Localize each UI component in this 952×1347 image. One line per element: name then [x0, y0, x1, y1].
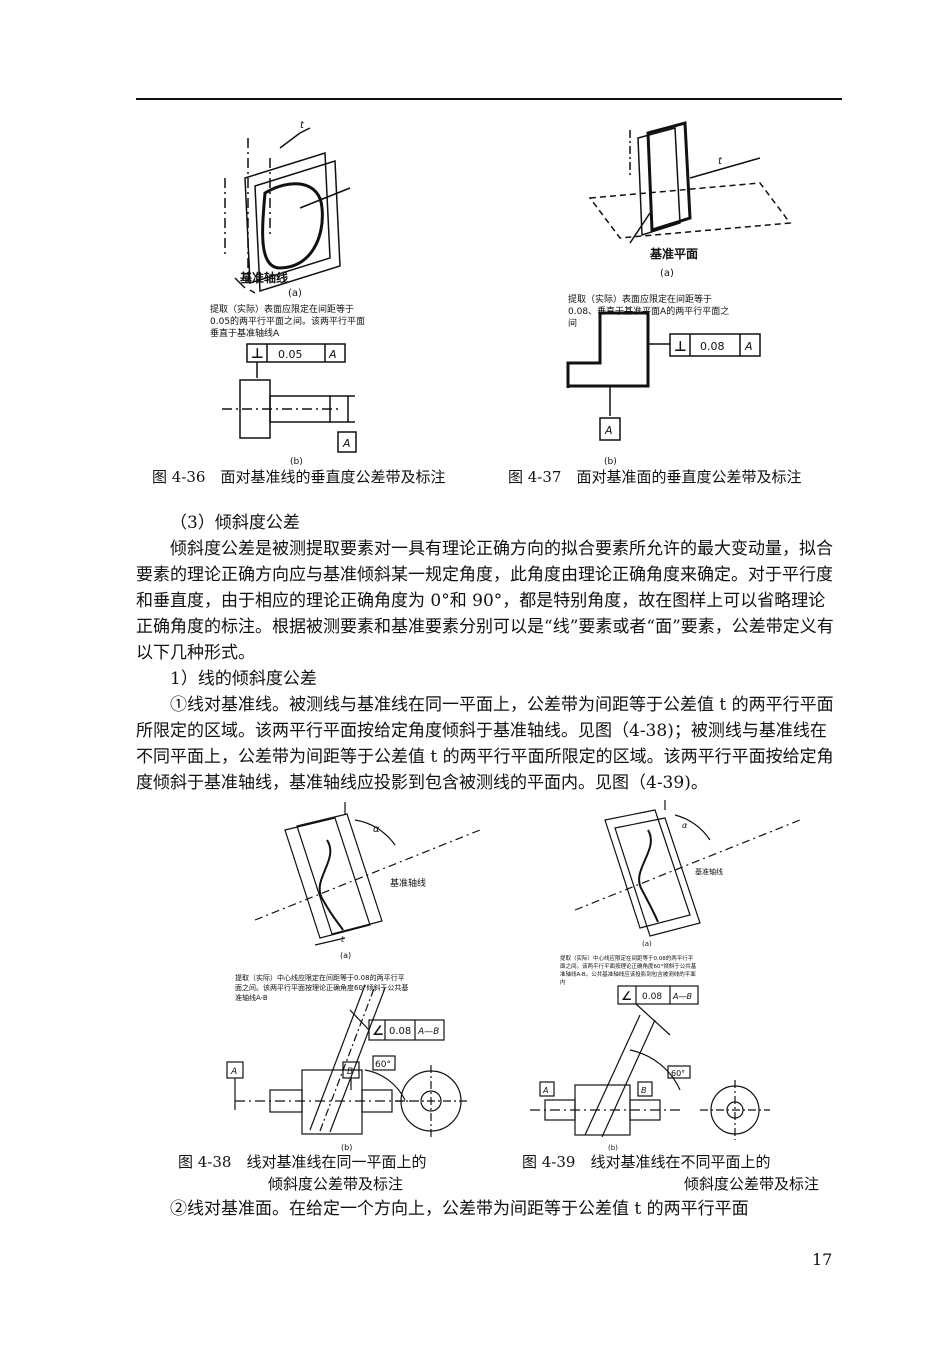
fig437-frame-symbol: ⊥ [674, 339, 687, 355]
fig439-note-line3: 准轴线A-B。公共基准轴线应该投影到包含被测线的平面 [560, 970, 696, 978]
fig436-label-a: 基准轴线 [239, 270, 288, 285]
fig438-note-line1: 提取（实际）中心线应限定在间距等于0.08的两平行平 [235, 973, 405, 982]
figure-4-37: t 基准平面 (a) 提取（实际）表面应限定在间距等于 0.08、垂直于基准平面… [530, 118, 830, 468]
heading-line-inclination: 1）线的倾斜度公差 [170, 669, 317, 689]
figure-4-39: α 基准轴线 (a) 提取（实际）中心线应限定在间距等于0.08的两平行平 面之… [530, 800, 815, 1155]
fig438-angle: 60° [375, 1060, 391, 1070]
heading-inclination-tolerance: （3）倾斜度公差 [170, 513, 300, 533]
fig439-datum-b: B [641, 1086, 647, 1095]
fig438-alpha: α [373, 824, 380, 835]
caption-4-38-line2: 倾斜度公差带及标注 [268, 1175, 404, 1193]
fig436-note-line3: 垂直于基准轴线A [210, 327, 280, 339]
fig439-sub-b: (b) [608, 1144, 618, 1152]
fig437-t-label: t [718, 156, 723, 167]
fig437-note-line1: 提取（实际）表面应限定在间距等于 [568, 293, 712, 305]
fig438-label-a: 基准轴线 [390, 877, 426, 889]
header-rule [136, 98, 842, 100]
fig437-sub-b: (b) [604, 457, 617, 467]
fig437-datum-box: A [604, 424, 613, 437]
paragraph-line-to-datum-line: ①线对基准线。被测线与基准线在同一平面上，公差带为间距等于公差值 t 的两平行平… [136, 695, 834, 793]
caption-4-36: 图 4-36 面对基准线的垂直度公差带及标注 [152, 468, 446, 486]
fig439-frame-datum: A—B [672, 992, 692, 1001]
paragraph-line-to-datum-plane: ②线对基准面。在给定一个方向上，公差带为间距等于公差值 t 的两平行平面 [170, 1199, 749, 1219]
fig438-datum-a: A [230, 1067, 237, 1077]
figure-4-36: t 基准轴线 (a) 提取（实际）表面应限定在间距等于 0.05的两平行平面之间… [150, 118, 490, 468]
fig437-sub-a: (a) [660, 268, 674, 279]
fig438-sub-a: (a) [340, 951, 351, 960]
fig437-note-line2: 0.08、垂直于基准平面A的两平行平面之 [568, 305, 729, 317]
fig438-note-line2: 面之间。该两平行平面按理论正确角度60°倾斜于公共基 [235, 983, 408, 992]
fig439-sub-a: (a) [642, 940, 652, 948]
fig438-frame-datum: A—B [417, 1027, 439, 1037]
fig439-datum-a: A [542, 1086, 548, 1095]
fig436-note-line1: 提取（实际）表面应限定在间距等于 [210, 303, 354, 315]
fig436-t-label: t [300, 120, 305, 131]
figure-4-38-drawing: α 基准轴线 t (a) 提取（实际）中心线应限定在间距等于0.08的两平行平 … [226, 802, 481, 1152]
fig439-frame-value: 0.08 [642, 992, 662, 1002]
fig439-frame-symbol: ∠ [621, 989, 632, 1003]
fig439-label-a: 基准轴线 [695, 867, 723, 876]
fig436-note-line2: 0.05的两平行平面之间。该两平行平面 [210, 315, 365, 327]
caption-4-39-line2: 倾斜度公差带及标注 [684, 1175, 820, 1193]
fig438-frame-symbol: ∠ [372, 1024, 384, 1039]
figure-4-39-drawing: α 基准轴线 (a) 提取（实际）中心线应限定在间距等于0.08的两平行平 面之… [530, 800, 801, 1152]
fig437-label-a: 基准平面 [649, 246, 698, 261]
fig439-alpha: α [682, 821, 688, 830]
fig436-datum-box: A [342, 437, 351, 450]
fig436-sub-b: (b) [290, 457, 303, 467]
caption-4-37: 图 4-37 面对基准面的垂直度公差带及标注 [508, 468, 802, 486]
caption-4-38-line1: 图 4-38 线对基准线在同一平面上的 [178, 1153, 427, 1171]
fig438-frame-value: 0.08 [389, 1026, 411, 1037]
fig439-note-line2: 面之间。该两平行平面按理论正确角度60°倾斜于公共基 [560, 962, 697, 970]
fig437-frame-value: 0.08 [700, 340, 725, 353]
figure-4-38: α 基准轴线 t (a) 提取（实际）中心线应限定在间距等于0.08的两平行平 … [215, 800, 490, 1155]
fig437-frame-datum: A [744, 340, 753, 353]
fig438-t-label: t [341, 935, 345, 944]
figure-4-37-drawing: t 基准平面 (a) 提取（实际）表面应限定在间距等于 0.08、垂直于基准平面… [566, 121, 792, 467]
page-number: 17 [812, 1250, 833, 1269]
caption-4-39-line1: 图 4-39 线对基准线在不同平面上的 [522, 1153, 771, 1171]
fig437-note-line3: 间 [568, 317, 577, 329]
fig438-note-line3: 准轴线A-B [235, 993, 268, 1002]
figure-4-36-drawing: t 基准轴线 (a) 提取（实际）表面应限定在间距等于 0.05的两平行平面之间… [210, 120, 365, 467]
fig436-frame-datum: A [328, 348, 337, 361]
fig439-note-line4: 内 [560, 978, 566, 986]
fig438-datum-b: B [347, 1067, 353, 1077]
fig439-angle: 60° [671, 1069, 685, 1078]
fig438-sub-b: (b) [341, 1143, 352, 1152]
fig436-frame-symbol: ⊥ [251, 346, 264, 362]
fig436-frame-value: 0.05 [278, 348, 303, 361]
paragraph-inclination-definition: 倾斜度公差是被测提取要素对一具有理论正确方向的拟合要素所允许的最大变动量，拟合要… [136, 539, 834, 663]
fig439-note-line1: 提取（实际）中心线应限定在间距等于0.08的两平行平 [560, 954, 694, 962]
fig436-sub-a: (a) [288, 288, 302, 299]
